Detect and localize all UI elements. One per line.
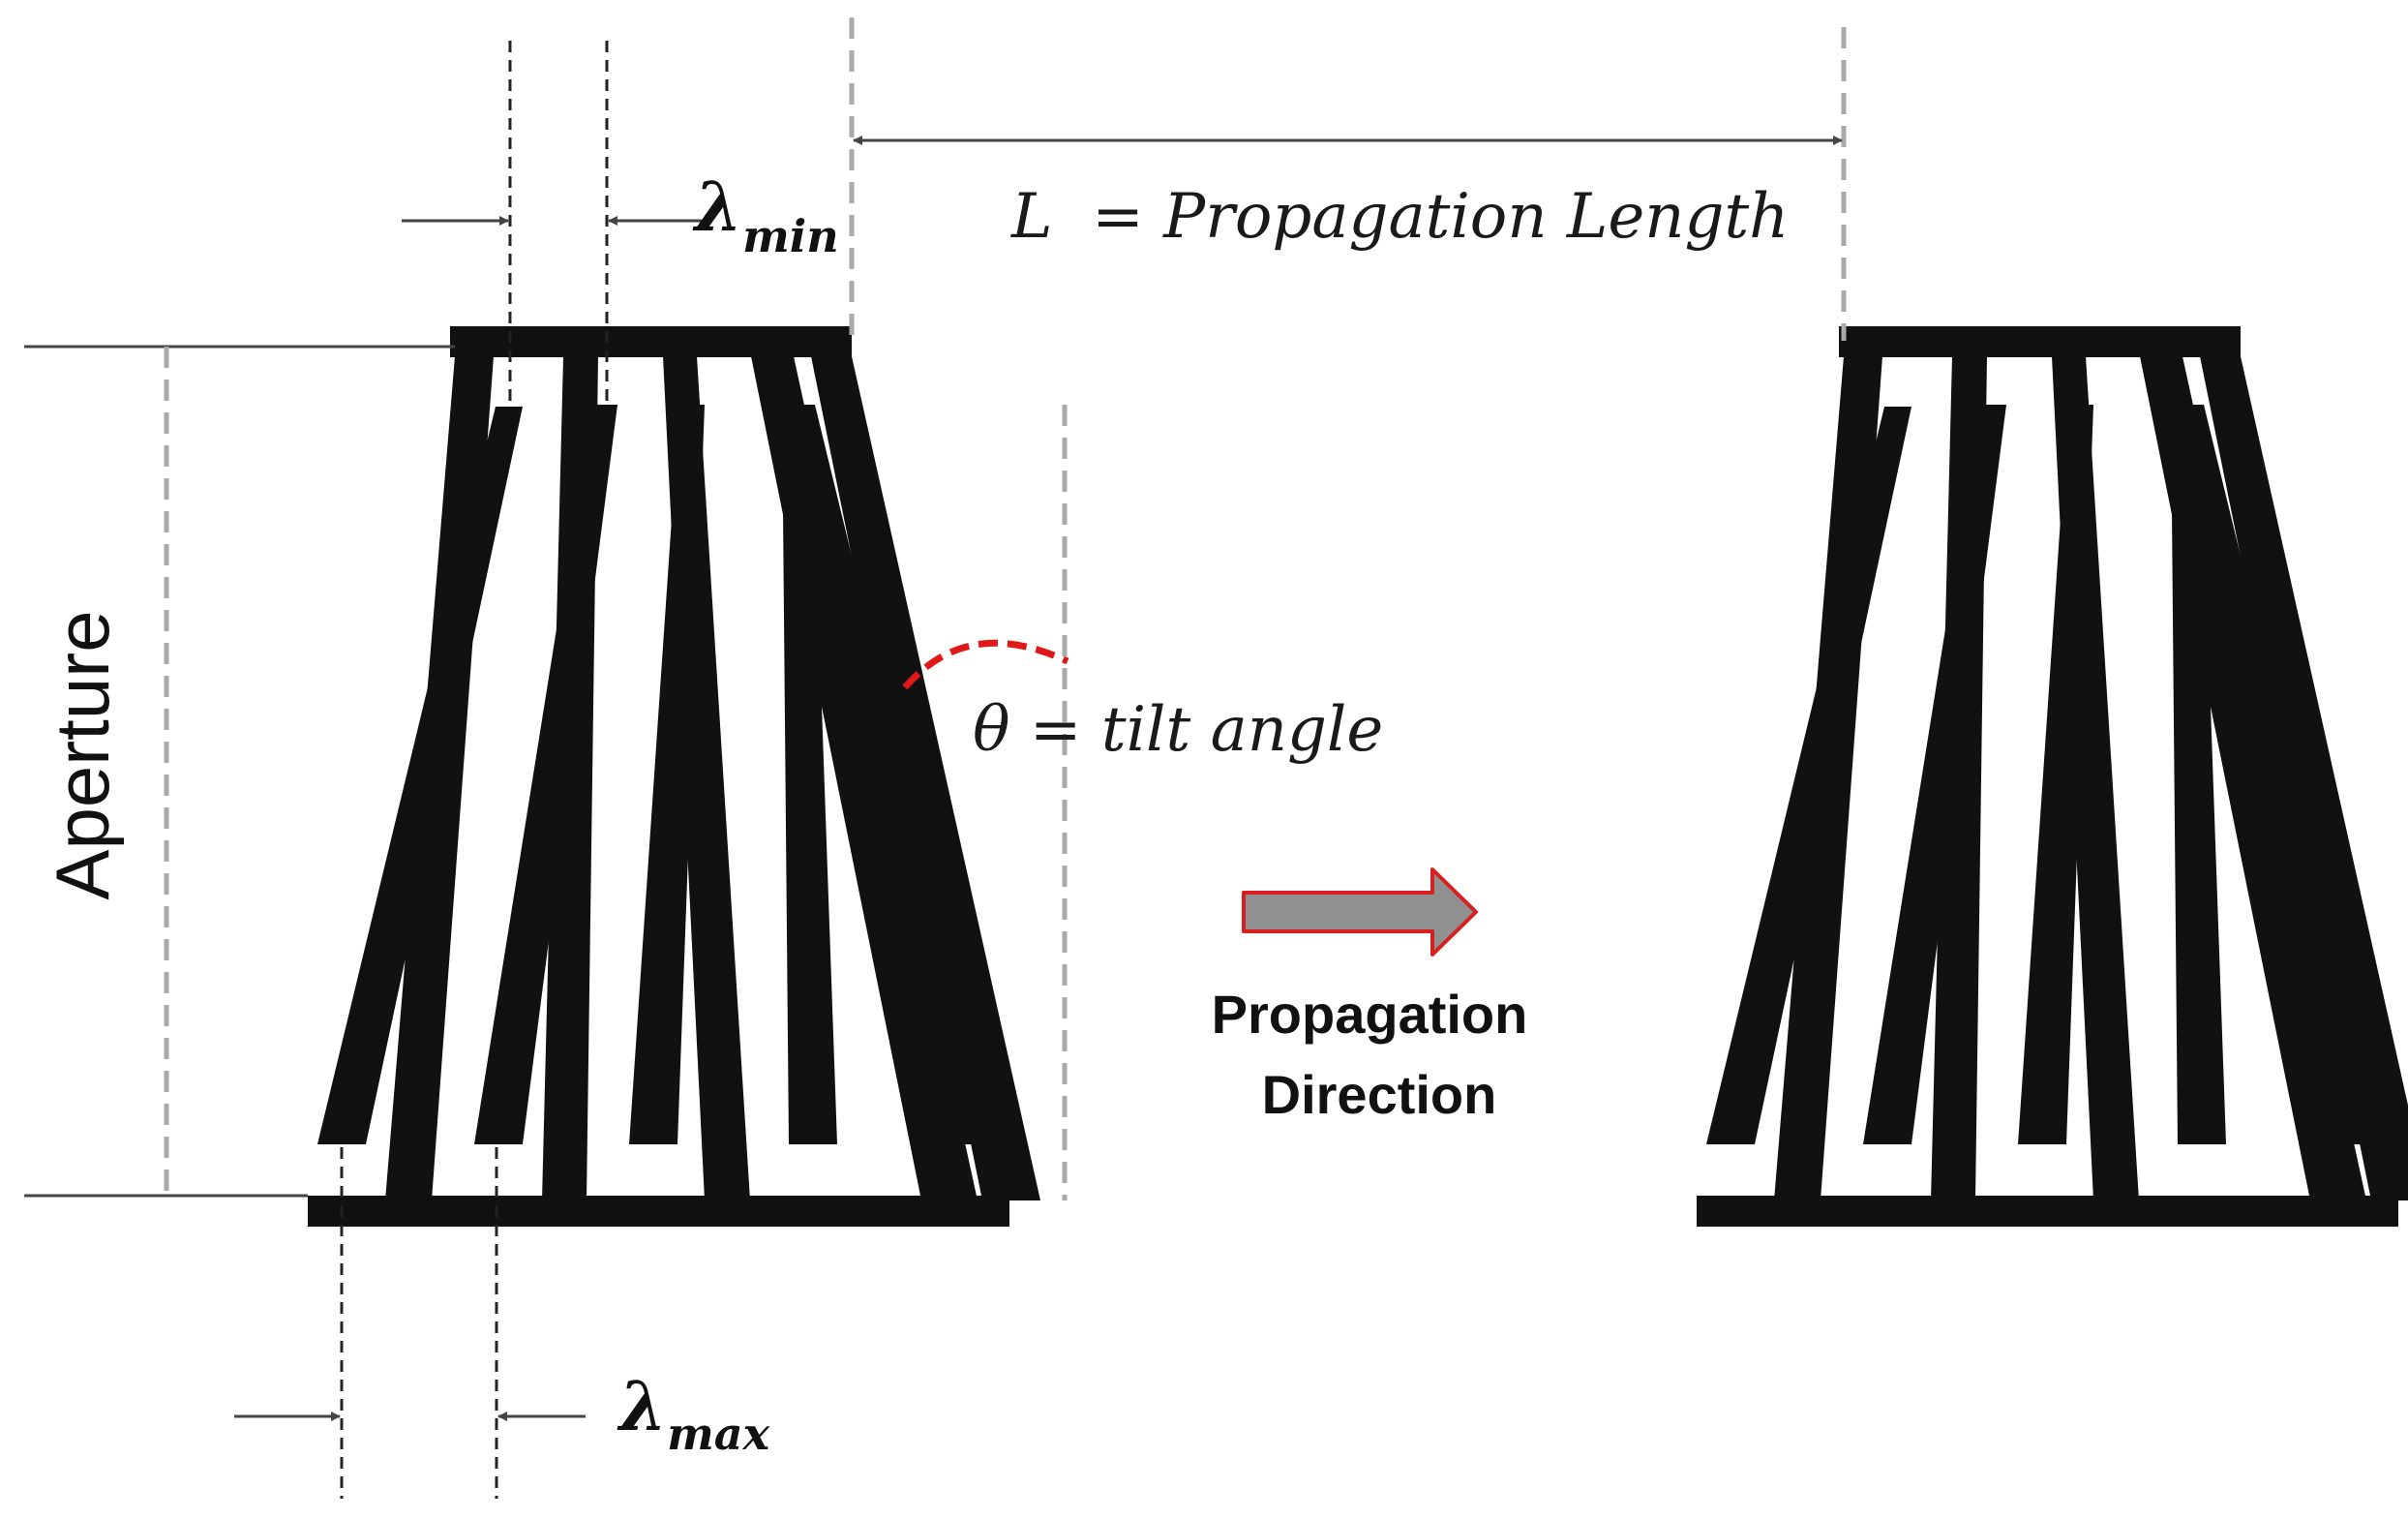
tilt-angle-label: θ = tilt angle bbox=[973, 694, 1383, 766]
propagation-direction-line2: Direction bbox=[1262, 1064, 1497, 1125]
aperture-label: Aperture bbox=[40, 610, 125, 899]
propagation-direction-line1: Propagation bbox=[1212, 984, 1528, 1045]
tilt-angle-arc bbox=[902, 639, 1069, 690]
lambda-min-label: λmin bbox=[692, 167, 839, 262]
lambda-max-symbol: λ bbox=[617, 1366, 667, 1446]
left-transducer bbox=[308, 326, 1040, 1227]
lambda-min-symbol: λ bbox=[692, 167, 742, 247]
lambda-max-label: λmax bbox=[617, 1366, 770, 1460]
propagation-direction-arrow bbox=[1242, 867, 1478, 957]
propagation-length-label: L = Propagation Length bbox=[1010, 181, 1789, 253]
lambda-max-subscript: max bbox=[667, 1408, 769, 1460]
right-transducer bbox=[1697, 326, 2408, 1227]
lambda-min-subscript: min bbox=[742, 210, 839, 262]
